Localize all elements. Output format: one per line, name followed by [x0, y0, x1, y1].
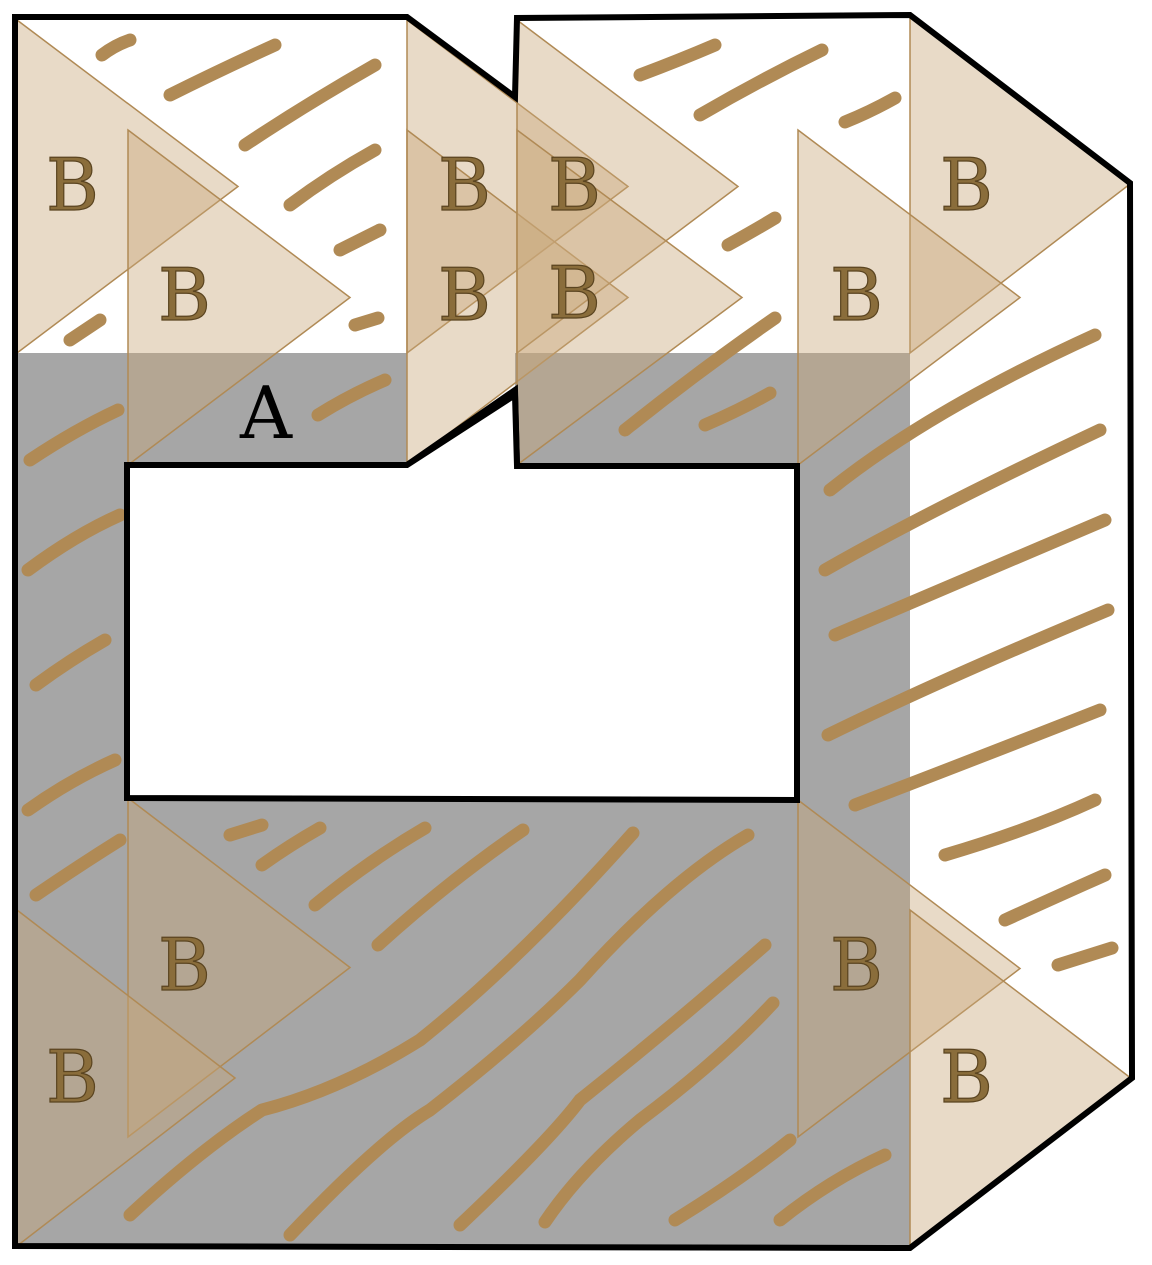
hatch-stroke-20	[823, 328, 1102, 497]
hatch-stroke-32	[123, 826, 640, 1222]
hatch-stroke-24	[848, 703, 1107, 812]
label-b-2: B	[158, 253, 211, 337]
labels: A B B B B B B B B B B B B	[45, 142, 993, 1119]
label-b-1: B	[46, 143, 99, 227]
hatch-stroke-23	[821, 603, 1115, 742]
hatch-stroke-8	[311, 373, 392, 422]
hatch-stroke-7	[348, 311, 385, 332]
label-b-10: B	[46, 1035, 99, 1119]
label-b-9: B	[158, 923, 211, 1007]
hatch-stroke-4	[283, 143, 382, 212]
label-b-11: B	[830, 923, 883, 1007]
hatch-stroke-21	[818, 423, 1107, 577]
hatch-stroke-29	[255, 821, 327, 872]
label-b-8: B	[830, 253, 883, 337]
label-b-6: B	[548, 251, 601, 335]
outline	[12, 11, 1136, 1252]
hatch-stroke-10	[21, 508, 127, 577]
hatch-stroke-36	[668, 1133, 797, 1227]
hatch-stroke-3	[238, 58, 382, 152]
hatch-stroke-35	[538, 996, 780, 1229]
hatch-stroke-17	[721, 211, 782, 252]
hatch-stroke-2	[163, 38, 282, 102]
hatch-stroke-18	[618, 311, 782, 437]
label-b-4: B	[438, 253, 491, 337]
outer-boundary	[12, 11, 1136, 1252]
hatch-stroke-16	[838, 91, 902, 129]
hatch-stroke-1	[95, 33, 137, 62]
region-b-triangle-11	[797, 798, 1022, 1139]
region-b-triangle-9	[127, 796, 352, 1139]
hatch-stroke-15	[693, 43, 829, 122]
hatch-stroke-5	[333, 223, 387, 257]
hatch-stroke-22	[828, 513, 1112, 642]
label-region-a: A	[239, 371, 293, 455]
hatch-stroke-31	[371, 823, 530, 952]
label-b-7: B	[940, 143, 993, 227]
hatch-stroke-9	[23, 403, 125, 467]
region-b-triangle-2	[127, 128, 352, 467]
hatch-stroke-19	[698, 386, 777, 432]
hatch-strokes	[21, 33, 1119, 1242]
hatch-stroke-6	[63, 313, 107, 347]
region-b-triangles	[16, 13, 1134, 1250]
hatch-stroke-33	[283, 828, 755, 1242]
label-b-12: B	[940, 1035, 993, 1119]
hatch-stroke-34	[453, 938, 772, 1232]
region-b-triangle-6	[516, 128, 744, 467]
inner-hole-boundary	[124, 389, 800, 804]
hatch-stroke-27	[1051, 941, 1119, 972]
label-b-5: B	[548, 143, 601, 227]
region-b-triangle-8	[797, 128, 1022, 467]
hatch-stroke-12	[21, 753, 122, 817]
hatch-stroke-28	[223, 818, 269, 842]
hatch-stroke-13	[29, 833, 127, 902]
hatch-stroke-25	[938, 793, 1102, 862]
hatch-stroke-30	[308, 821, 432, 912]
hatch-stroke-37	[773, 1148, 892, 1227]
hatch-stroke-14	[633, 38, 722, 82]
hatch-stroke-11	[29, 633, 112, 692]
hatch-stroke-26	[998, 868, 1112, 927]
label-b-3: B	[438, 143, 491, 227]
